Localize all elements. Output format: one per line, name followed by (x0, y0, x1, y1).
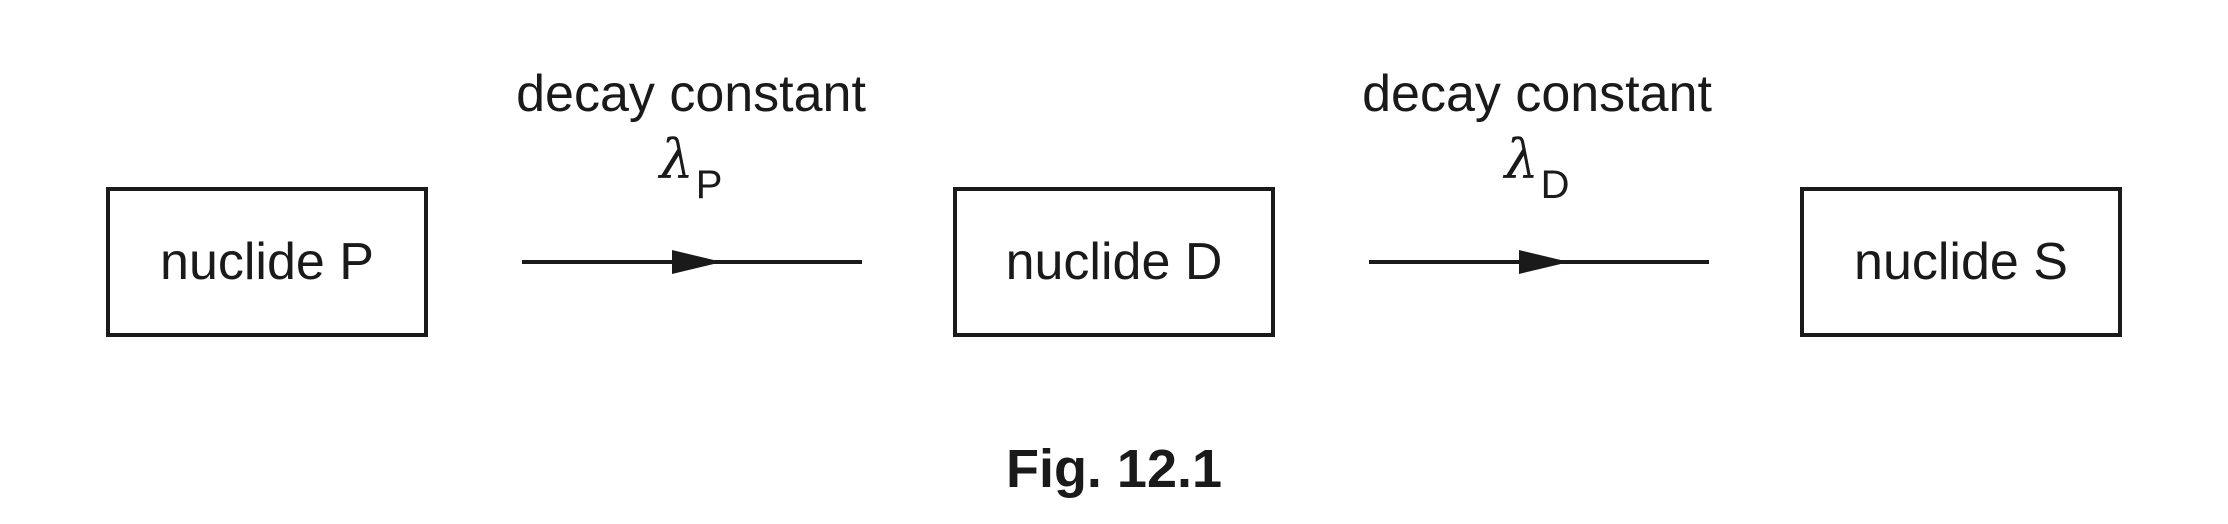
nuclide-s-box: nuclide S (1800, 187, 2122, 337)
figure-caption: Fig. 12.1 (1005, 439, 1223, 499)
arrow-p-to-d (522, 250, 862, 274)
lambda-d-glyph: λ (1504, 128, 1539, 191)
lambda-d-symbol: λD (1437, 128, 1637, 207)
lambda-p-subscript: P (695, 163, 723, 207)
arrow-d-to-s (1369, 250, 1709, 274)
nuclide-s-label: nuclide S (1854, 233, 2068, 291)
nuclide-p-box: nuclide P (106, 187, 428, 337)
lambda-p-symbol: λP (591, 128, 791, 207)
nuclide-d-label: nuclide D (1005, 233, 1223, 291)
decay-constant-d-label: decay constant (1362, 65, 1712, 123)
nuclide-d-box: nuclide D (953, 187, 1275, 337)
arrow-p-to-d-head-icon (672, 250, 722, 274)
arrow-d-to-s-head-icon (1519, 250, 1569, 274)
decay-constant-p-label: decay constant (516, 65, 866, 123)
nuclide-p-label: nuclide P (160, 233, 374, 291)
lambda-p-glyph: λ (659, 128, 694, 191)
lambda-d-subscript: D (1540, 163, 1570, 207)
